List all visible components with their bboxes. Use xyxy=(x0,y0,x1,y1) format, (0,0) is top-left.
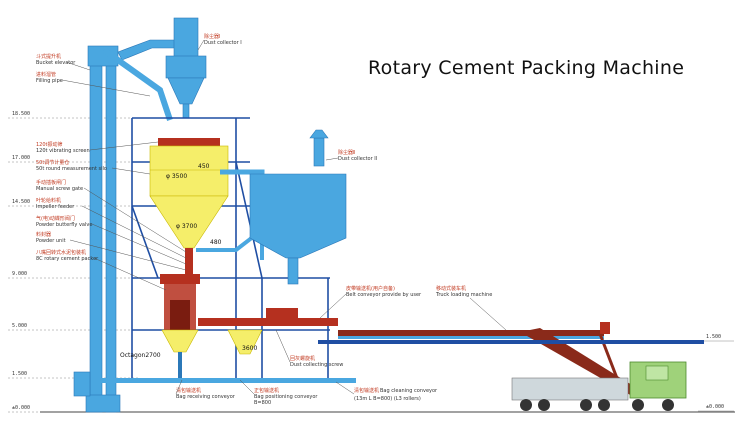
label-cn: 除尘器Ⅱ xyxy=(338,149,355,156)
label-truck-loader: Truck loading machine xyxy=(435,292,492,298)
label-cn: 皮带输送机(用户自备) xyxy=(346,285,395,292)
label-cn: 斗式提升机 xyxy=(36,53,61,60)
filling-pipe xyxy=(102,47,173,121)
label-bag-cleaning: Bag cleaning conveyor xyxy=(380,388,438,394)
label-dust-screw: Dust collecting screw xyxy=(290,362,343,368)
bucket-elevator xyxy=(73,45,121,413)
label-bag-cleaning-spec: (13m L B=800) (L3 rollers) xyxy=(354,396,421,402)
dimension-3600: 3600 xyxy=(242,345,257,352)
label-cn: 清包输送机 xyxy=(176,387,201,394)
label-butterfly-valve: Powder butterfly valve xyxy=(36,222,92,228)
label-filling-pipe: Filling pipe xyxy=(36,78,63,84)
elevation-label: ±0.000 xyxy=(12,405,30,411)
rotary-packer xyxy=(160,274,200,380)
dimension-3700: φ 3700 xyxy=(176,223,197,230)
label-cn: 移动式装车机 xyxy=(436,285,466,292)
belt-conveyor xyxy=(198,308,610,339)
label-cn: 叶轮给料机 xyxy=(36,197,61,204)
label-packer: 8C rotary cement packer xyxy=(36,256,99,262)
diagram-title: Rotary Cement Packing Machine xyxy=(368,57,684,79)
label-bucket-elevator: Bucket elevator xyxy=(36,60,76,66)
elevation-label: 1.500 xyxy=(12,371,27,377)
right-elevation-markers: 1.500 ±0.000 xyxy=(698,334,734,412)
label-cn: 正包输送机 xyxy=(254,387,279,394)
label-cn: 进料溜管 xyxy=(36,71,56,78)
label-dust-collector-2: Dust collector II xyxy=(338,156,377,162)
truck xyxy=(511,361,687,411)
elevation-label: 1.500 xyxy=(706,334,721,340)
label-cn: 120t振动筛 xyxy=(36,141,63,148)
dimension-480: 480 xyxy=(210,239,222,246)
label-cn: 八嘴回转式水泥包装机 xyxy=(36,249,86,256)
elevation-label: 18.500 xyxy=(12,111,30,117)
label-cn: 50t调节计量仓 xyxy=(36,159,69,166)
dust-collector-2 xyxy=(249,129,347,285)
measurement-silo xyxy=(149,138,229,274)
dust-collector-1 xyxy=(165,17,207,119)
elevation-markers: 18.500 17.000 14.500 9.000 5.000 1.500 ±… xyxy=(8,111,140,413)
loading-platform xyxy=(318,340,704,344)
dimension-octagon: Octagon2700 xyxy=(120,352,161,359)
label-belt-conveyor: Belt conveyor provide by user xyxy=(346,292,422,298)
label-bag-conveyor: Bag receiving conveyor xyxy=(176,394,236,400)
label-powder-unit: Powder unit xyxy=(36,238,66,244)
label-cn: 除尘器Ⅰ xyxy=(204,33,220,40)
label-bag-positioning-spec: B=800 xyxy=(254,400,271,406)
label-cn: 清包输送机 xyxy=(354,387,379,394)
label-vibrating-screen: 120t vibrating screen xyxy=(36,148,90,154)
bag-conveyor-platform xyxy=(100,378,356,383)
elevation-label: 17.000 xyxy=(12,155,30,161)
label-dust-collector-1: Dust collector I xyxy=(204,40,242,46)
label-cn: 料封器 xyxy=(36,231,51,238)
label-measurement-silo: 50t round measurement silo xyxy=(36,166,107,172)
label-impeller-feeder: Impeller feeder xyxy=(36,204,75,210)
elevation-label: 5.000 xyxy=(12,323,27,329)
label-bag-positioning: Bag positioning conveyor xyxy=(254,394,318,400)
label-manual-gate: Manual screw gate xyxy=(36,186,83,192)
elevation-label: 9.000 xyxy=(12,271,27,277)
elevation-label: 14.500 xyxy=(12,199,30,205)
label-cn: 气(电)动蝶形阀门 xyxy=(36,215,75,222)
dimension-450: 450 xyxy=(198,163,210,170)
label-cn: 回灰螺旋机 xyxy=(290,355,315,362)
dimension-3500: φ 3500 xyxy=(166,173,187,180)
elevation-label: ±0.000 xyxy=(706,404,724,410)
left-labels: 斗式提升机 Bucket elevator 进料溜管 Filling pipe … xyxy=(36,53,187,291)
label-cn: 手动插板闸门 xyxy=(36,179,66,186)
hopper-2 xyxy=(227,329,263,355)
